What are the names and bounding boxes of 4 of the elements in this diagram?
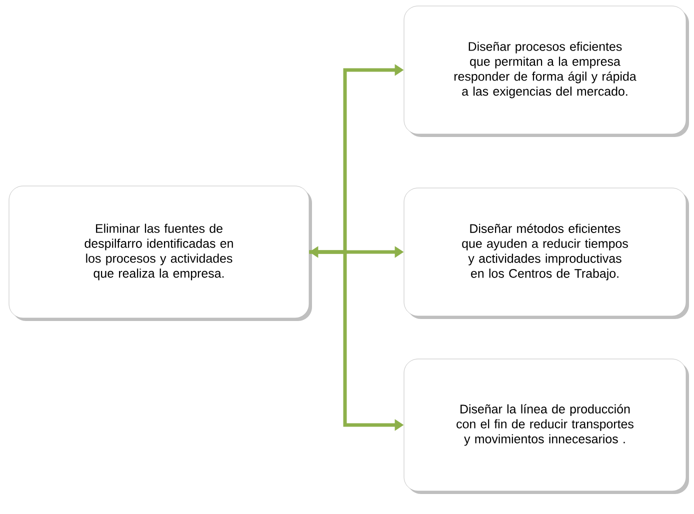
text-box: Eliminar las fuentes de despilfarro identificadas en los procesos y actividades que realiza la empresa. bbox=[8, 186, 312, 321]
text-box: Diseñar procesos eficientes que permitan a la empresa responder de forma ágil y rápida a las exigencias del mercado. bbox=[404, 6, 689, 137]
text-box: Diseñar métodos eficientes que ayuden a reducir tiempos y actividades improductivas en los Centros de Trabajo. bbox=[404, 188, 689, 319]
text-box: Diseñar la línea de producción con el fin de reducir transportes y movimientos innecesarios . bbox=[404, 358, 689, 494]
